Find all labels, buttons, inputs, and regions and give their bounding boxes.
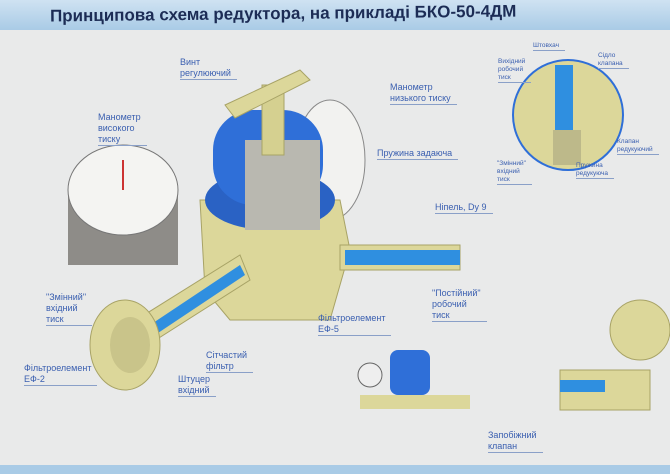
mini-regulator [357, 350, 470, 409]
high-pressure-gauge [67, 144, 179, 265]
inset-valve-detail [512, 59, 624, 171]
body [89, 69, 461, 391]
safety-valve-detail [559, 299, 670, 411]
label-spring-set: Пружина задаюча [377, 148, 459, 160]
bottom-band [0, 465, 670, 474]
inset-label-pusher: Штовхач [533, 42, 565, 51]
title-band [0, 0, 670, 30]
label-nipple: Ніпель, Dy 9 [435, 202, 493, 214]
